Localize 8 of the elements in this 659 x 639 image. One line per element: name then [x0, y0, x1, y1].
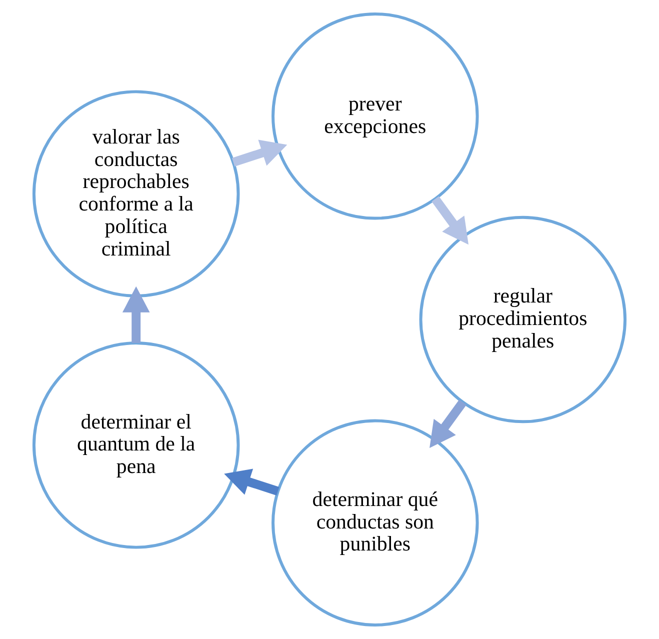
arrow [122, 286, 150, 343]
node-circle: prever excepciones [272, 12, 479, 220]
node-circle: valorar las conductas reprochables conforme a la política criminal [32, 90, 240, 298]
arrow [232, 140, 288, 166]
node-circle: determinar el quantum de la pena [32, 342, 240, 549]
arrow [224, 468, 280, 496]
arrow [430, 400, 466, 448]
arrow [432, 196, 468, 245]
